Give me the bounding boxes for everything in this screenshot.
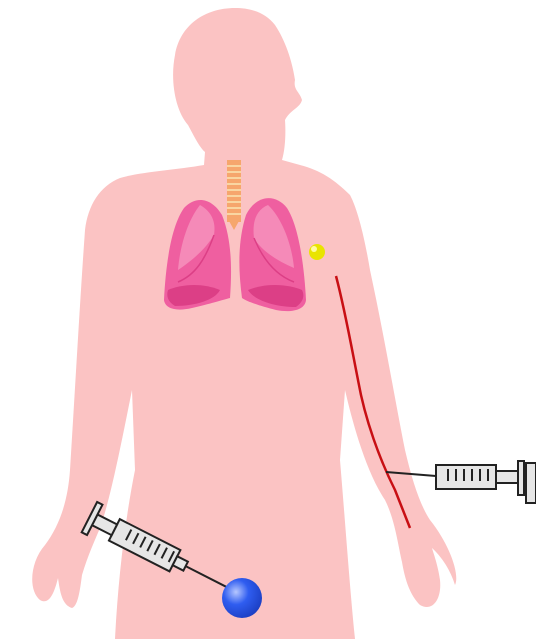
body-silhouette — [32, 8, 456, 639]
abdomen-bulb — [222, 578, 262, 618]
port-node — [309, 244, 325, 260]
trachea — [227, 160, 241, 230]
